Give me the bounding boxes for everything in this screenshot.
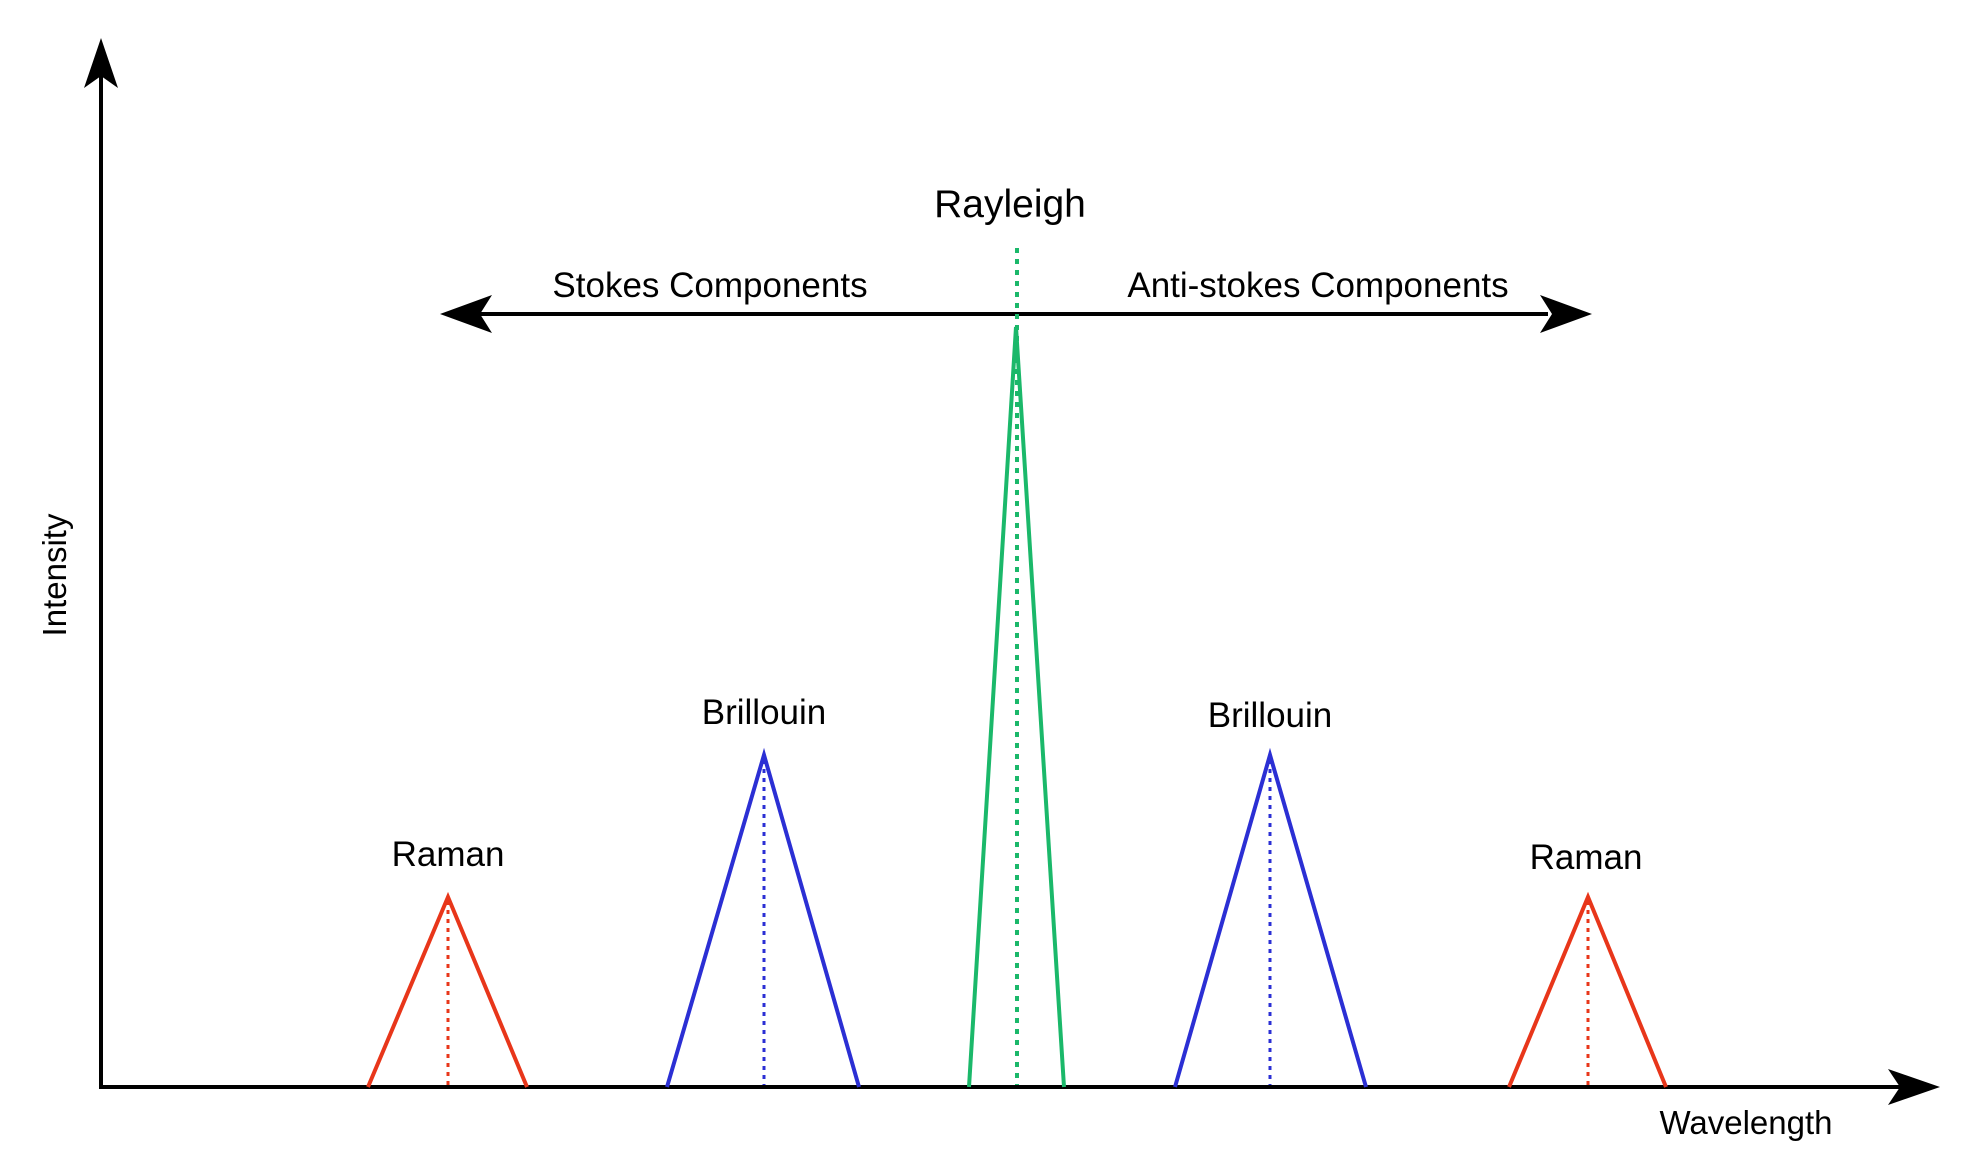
components-arrow-left-head (440, 295, 492, 333)
stokes-components-label: Stokes Components (552, 266, 867, 305)
raman-stokes-label: Raman (392, 835, 505, 874)
rayleigh-peak (967, 326, 1066, 1088)
raman-anti-stokes-label: Raman (1530, 838, 1643, 877)
brillouin-anti-stokes-peak (1173, 747, 1368, 1088)
brillouin-anti-stokes-label: Brillouin (1208, 696, 1333, 735)
raman-stokes-peak (366, 891, 529, 1088)
brillouin-stokes-peak (665, 747, 861, 1088)
y-axis-arrowhead (84, 38, 118, 88)
x-axis-label: Wavelength (1659, 1104, 1832, 1141)
brillouin-stokes-label: Brillouin (702, 693, 827, 732)
anti-stokes-components-label: Anti-stokes Components (1127, 266, 1508, 305)
raman-anti-stokes-peak (1507, 891, 1668, 1088)
components-arrow-right-head (1540, 295, 1592, 333)
y-axis-label: Intensity (36, 513, 73, 636)
rayleigh-title: Rayleigh (934, 183, 1086, 226)
x-axis-arrowhead (1888, 1069, 1940, 1105)
